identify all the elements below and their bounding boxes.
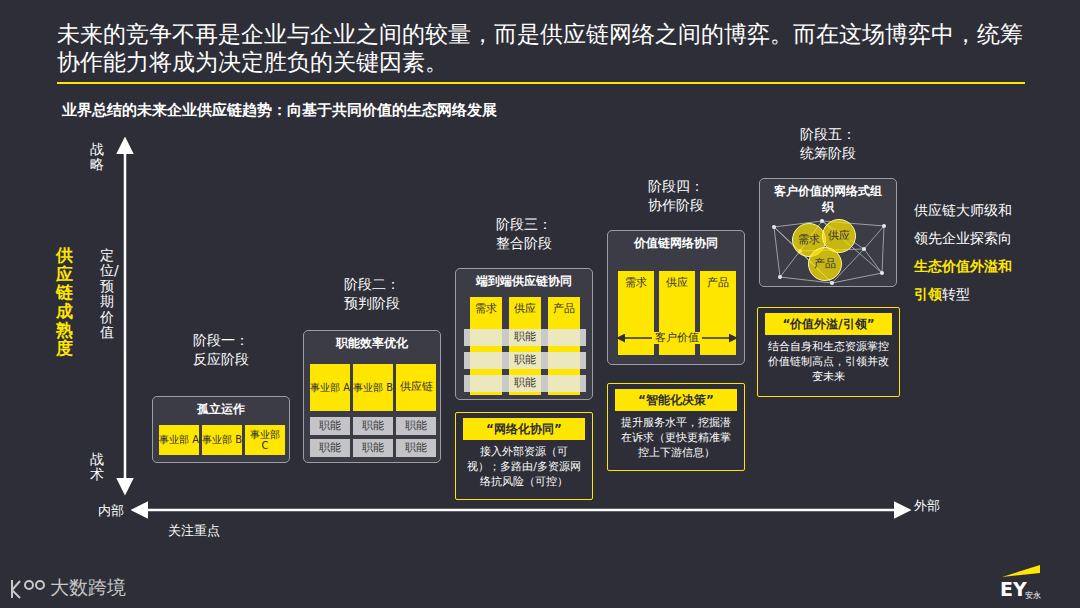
venn-circle: 产品 [808,247,842,281]
stage-heading: 阶段三： 整合阶段 [488,215,560,253]
callout-heading: “价值外溢/引领” [765,313,892,335]
function-box: 职能 [310,417,350,435]
note-text: 转型 [942,286,970,302]
axis-title: 关注重点 [168,522,220,540]
stage-heading: 阶段四： 协作阶段 [640,177,712,215]
box-label: 事业部 B [202,434,242,445]
box-label: 职能 [362,420,384,433]
title-rule [57,82,1025,84]
box-label: 职能 [405,442,427,455]
box-label: 产品 [814,258,836,271]
function-band: 职能 [464,329,586,346]
box-title: 价值链网络协同 [608,231,744,252]
unit-box: 事业部 A [310,364,350,411]
stage-box: 阶段三： 整合阶段端到端供应链协同需求供应产品职能职能职能 [455,268,593,400]
watermark: 大数跨境 [50,575,126,601]
process-column: 需求 [618,271,654,355]
axis-label: 定位/预期价值 [100,248,114,340]
function-box: 职能 [396,417,436,435]
box-label: 产品 [553,303,575,316]
watermark-icon [12,580,44,598]
callout-body: 提升服务水平，挖掘潜在诉求（更快更精准掌控上下游信息） [608,414,744,465]
box-label: 职能 [319,442,341,455]
subtitle: 业界总结的未来企业供应链趋势：向基于共同价值的生态网络发展 [62,101,497,120]
callout-heading: “智能化决策” [615,389,737,411]
box-label: 事业部 A [159,434,199,445]
stage-box: 阶段二： 预判阶段职能效率优化事业部 A事业部 B供应链职能职能职能职能职能职能 [303,330,441,463]
vertical-axis [124,140,127,492]
axis-label: 战略 [90,142,104,173]
box-label: 需求 [475,303,497,316]
note-text: 供应链大师级和领先企业探索向 [914,202,1012,246]
function-band: 职能 [464,352,586,369]
slide-title: 未来的竞争不再是企业与企业之间的较量，而是供应链网络之间的博弈。而在这场博弈中，… [57,20,1032,76]
box-title: 客户价值的网络式组织 [760,179,896,215]
function-band: 职能 [464,375,586,392]
logo-text: 安永 [1025,590,1041,601]
function-box: 职能 [310,439,350,457]
box-label: 职能 [405,420,427,433]
unit-box: 事业部 B [353,364,393,411]
unit-box: 事业部 C [245,425,285,455]
unit-box: 供应链 [396,364,436,411]
box-label: 职能 [514,354,536,367]
axis-label: 战术 [90,452,104,483]
box-label: 职能 [514,331,536,344]
box-title: 端到端供应链协同 [456,269,592,290]
process-column: 产品 [700,271,736,355]
unit-box: 事业部 A [159,425,199,455]
box-label: 职能 [362,442,384,455]
stage-heading: 阶段二： 预判阶段 [336,275,408,313]
callout-body: 接入外部资源（可视）；多路由/多资源网络抗风险（可控） [456,443,592,494]
stage-box: 阶段一： 反应阶段孤立运作事业部 A事业部 B事业部 C [152,396,290,463]
axis-label: 外部 [914,497,940,515]
box-label: 供应链 [400,381,433,394]
stage-heading: 阶段一： 反应阶段 [185,331,257,369]
box-label: 职能 [319,420,341,433]
function-box: 职能 [396,439,436,457]
box-label: 供应 [514,303,536,316]
note-group: 供应链大师级和领先企业探索向生态价值外溢和引领转型 [914,196,1012,308]
box-label: 产品 [707,277,729,290]
box-label: 职能 [514,377,536,390]
value-arrow-band: 客户价值 [614,329,740,347]
callout-box: “智能化决策” 提升服务水平，挖掘潜在诉求（更快更精准掌控上下游信息） [607,383,745,471]
unit-box: 事业部 B [202,425,242,455]
axis-title: 供应链成熟度 [56,246,73,358]
box-label: 需求 [625,277,647,290]
box-title: 职能效率优化 [304,331,440,352]
stage-heading: 阶段五： 统筹阶段 [792,125,864,163]
callout-box: “价值外溢/引领” 结合自身和生态资源掌控价值链制高点，引领并改变未来 [757,307,900,397]
box-label: 需求 [798,234,820,247]
callout-heading: “网络化协同” [463,418,585,440]
ey-logo-mark [1002,565,1040,577]
box-label: 事业部 A [310,382,350,393]
horizontal-axis [134,509,908,512]
callout-body: 结合自身和生态资源掌控价值链制高点，引领并改变未来 [758,338,899,389]
callout-box: “网络化协同” 接入外部资源（可视）；多路由/多资源网络抗风险（可控） [455,412,593,500]
logo-text: EY [1000,578,1027,600]
stage-box: 阶段五： 统筹阶段客户价值的网络式组织需求供应产品 [759,178,897,287]
box-label: 供应 [666,277,688,290]
box-label: 供应 [828,230,850,243]
box-label: 事业部 C [245,429,285,452]
box-title: 孤立运作 [153,397,289,418]
stage-box: 阶段四： 协作阶段价值链网络协同需求供应产品 客户价值 [607,230,745,365]
box-label: 客户价值 [652,332,702,345]
function-box: 职能 [353,417,393,435]
function-box: 职能 [353,439,393,457]
axis-label: 内部 [98,502,124,520]
box-label: 事业部 B [353,382,393,393]
